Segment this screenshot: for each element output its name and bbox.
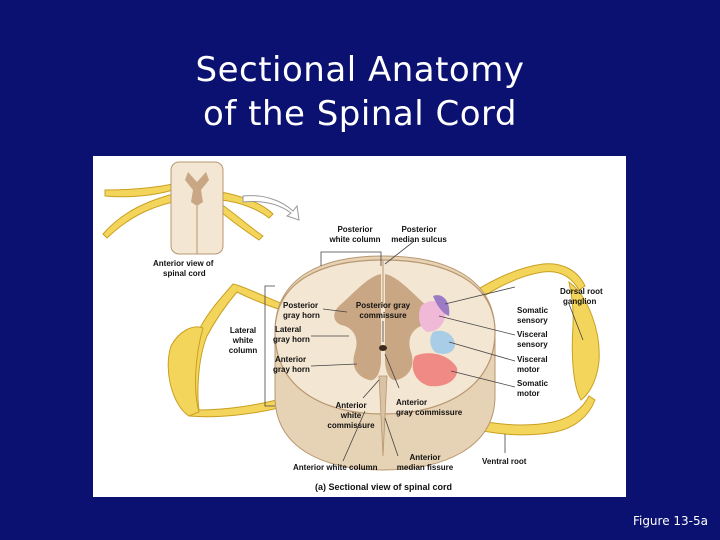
inset-nerve-left-lower (104, 183, 174, 198)
bracket-posterior-white-column (320, 251, 382, 266)
inset-nerve-right (220, 191, 274, 219)
label-posterior-median-sulcus-1: Posterior (401, 225, 436, 234)
label-lateral-white-column-1: Lateral (230, 326, 256, 335)
label-ventral-root: Ventral root (482, 457, 527, 466)
inset-nerve-left (102, 193, 174, 239)
label-posterior-median-sulcus-2: median sulcus (391, 235, 447, 244)
inset-gray-matter (185, 172, 209, 206)
leader-anterior-gray-horn (310, 363, 358, 367)
leader-lines (264, 241, 584, 462)
title-line-2: of the Spinal Cord (203, 94, 517, 134)
label-posterior-gray-commissure-2: commissure (359, 311, 407, 320)
leader-somatic-motor (450, 370, 516, 388)
visceral-motor-region (430, 330, 455, 354)
right-dorsal-root-ganglion (568, 280, 600, 401)
label-anterior-white-column: Anterior white column (293, 463, 378, 472)
label-posterior-white-column-1: Posterior (337, 225, 372, 234)
label-lateral-gray-horn-2: gray horn (273, 335, 310, 344)
left-spinal-nerve (167, 283, 294, 418)
label-visceral-motor-2: motor (517, 365, 540, 374)
label-anterior-white-commissure-2: white (340, 411, 362, 420)
label-dorsal-root-ganglion-1: Dorsal root (560, 287, 603, 296)
anterior-median-fissure-shape (378, 375, 388, 457)
leader-visceral-motor (448, 341, 516, 362)
gray-matter-right (385, 274, 432, 381)
bracket-lateral-white-column (264, 285, 275, 407)
leader-anterior-median-fissure (384, 417, 399, 457)
label-dorsal-root-ganglion-2: ganglion (563, 297, 596, 306)
label-anterior-median-fissure-1: Anterior (409, 453, 440, 462)
label-visceral-sensory-2: sensory (517, 340, 548, 349)
label-lateral-white-column-2: white (232, 336, 254, 345)
spinal-cord-figure: Anterior view of spinal cord (93, 156, 626, 497)
spinal-cord-diagram: Anterior view of spinal cord (102, 161, 603, 492)
labels: Posterior white column Posterior median … (229, 225, 603, 472)
inset-caption-line-2: spinal cord (163, 269, 206, 278)
leader-anterior-white-column (342, 410, 366, 462)
slide-title: Sectional Anatomy of the Spinal Cord (0, 48, 720, 136)
label-anterior-white-commissure-3: commissure (327, 421, 375, 430)
label-lateral-white-column-3: column (229, 346, 258, 355)
label-somatic-motor-2: motor (517, 389, 540, 398)
label-somatic-sensory-2: sensory (517, 316, 548, 325)
leader-dorsal-root-ganglion (568, 303, 584, 341)
figure-reference: Figure 13-5a (632, 514, 708, 528)
label-somatic-sensory-1: Somatic (517, 306, 549, 315)
label-visceral-motor-1: Visceral (517, 355, 548, 364)
inset-nerve-right-lower (220, 203, 264, 241)
inset-section-arrow (242, 195, 300, 221)
leader-anterior-white-commissure (362, 379, 380, 399)
label-anterior-white-commissure-1: Anterior (335, 401, 366, 410)
right-ventral-root (460, 395, 596, 436)
visceral-sensory-region (419, 301, 446, 332)
cord-section (274, 255, 496, 471)
label-posterior-white-column-2: white column (328, 235, 380, 244)
somatic-motor-region (412, 353, 458, 387)
left-ganglion (167, 326, 204, 417)
label-anterior-gray-commissure-1: Anterior (396, 398, 427, 407)
label-somatic-motor-1: Somatic (517, 379, 549, 388)
label-anterior-gray-horn-1: Anterior (275, 355, 306, 364)
leader-posterior-median-sulcus (384, 241, 414, 265)
somatic-sensory-region (433, 295, 450, 316)
label-anterior-gray-horn-2: gray horn (273, 365, 310, 374)
inset-caption-line-1: Anterior view of (153, 259, 214, 268)
title-line-1: Sectional Anatomy (195, 50, 525, 90)
leader-visceral-sensory (438, 315, 516, 336)
gray-matter-left (334, 274, 381, 381)
label-posterior-gray-commissure-1: Posterior gray (356, 301, 411, 310)
central-canal (379, 345, 387, 351)
label-posterior-gray-horn-1: Posterior (283, 301, 318, 310)
inset-anterior-view: Anterior view of spinal cord (102, 161, 300, 278)
leader-somatic-sensory (444, 286, 516, 305)
label-lateral-gray-horn-1: Lateral (275, 325, 301, 334)
figure-caption: (a) Sectional view of spinal cord (315, 482, 452, 492)
label-anterior-median-fissure-2: median fissure (397, 463, 454, 472)
leader-posterior-gray-horn (322, 308, 348, 313)
label-anterior-gray-commissure-2: gray commissure (396, 408, 463, 417)
leader-anterior-gray-commissure (384, 353, 400, 389)
label-posterior-gray-horn-2: gray horn (283, 311, 320, 320)
label-visceral-sensory-1: Visceral (517, 330, 548, 339)
